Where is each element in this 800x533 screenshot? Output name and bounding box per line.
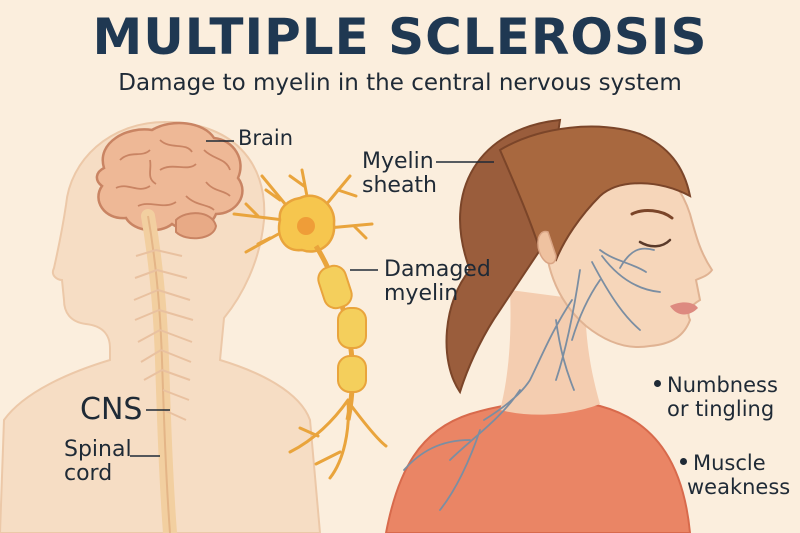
myelin-sheath-label-line2: sheath	[362, 173, 437, 199]
left-leader-lines	[130, 140, 234, 457]
closed-eye	[638, 238, 672, 248]
spinal-cord-icon	[133, 209, 194, 533]
shirt	[384, 399, 692, 533]
numbness-label-line2: or tingling	[667, 396, 775, 421]
spinal-cord-label-line2: cord	[64, 461, 113, 487]
muscle-weakness-label-line2: weakness	[687, 474, 791, 499]
nucleus	[297, 217, 315, 235]
cerebellum	[175, 212, 218, 240]
myelin-segment	[317, 264, 353, 310]
damaged-myelin-label-line2: myelin	[384, 281, 459, 307]
woman-illustration	[384, 118, 714, 533]
spinal-cord-edge	[147, 215, 171, 533]
brain-shape	[95, 121, 244, 232]
lips	[670, 302, 698, 315]
brain-folds	[115, 139, 231, 211]
dendrites	[232, 168, 374, 254]
spinal-cord-label: Spinal cord	[64, 437, 132, 487]
myelin-segment	[337, 355, 367, 393]
page-title: MULTIPLE SCLEROSIS	[92, 8, 708, 66]
page-subtitle: Damage to myelin in the central nervous …	[118, 70, 682, 96]
eyebrow	[630, 209, 674, 220]
brain-label-text: Brain	[238, 126, 294, 150]
nerve-network	[403, 247, 661, 511]
myelin-segment	[337, 307, 367, 349]
myelin-sheath-label-line1: Myelin	[362, 149, 434, 174]
cns-label-text: CNS	[80, 392, 143, 427]
bullet-icon	[680, 457, 687, 465]
damaged-myelin-label-line1: Damaged	[384, 257, 491, 282]
numbness-label-text1: Numbness	[667, 373, 778, 397]
neuron-icon	[232, 168, 388, 480]
spinal-cord-label-line1: Spinal	[64, 437, 132, 462]
hair-front	[498, 125, 692, 262]
ear	[537, 230, 557, 265]
brain-icon	[95, 121, 244, 240]
cns-label: CNS	[80, 395, 142, 425]
muscle-weakness-label: Muscle weakness	[680, 451, 791, 499]
neck	[500, 290, 600, 415]
bullet-icon	[654, 379, 661, 387]
muscle-weakness-label-line1: Muscle	[680, 451, 790, 476]
axon-terminals	[288, 398, 388, 480]
muscle-weakness-label-text1: Muscle	[693, 451, 766, 475]
myelin-sheath-label: Myelin sheath	[362, 149, 437, 199]
spinal-nerves	[133, 249, 194, 421]
numbness-label-line1: Numbness	[654, 373, 778, 398]
numbness-label: Numbness or tingling	[654, 373, 778, 421]
brain-label: Brain	[238, 128, 293, 149]
damaged-myelin-label: Damaged myelin	[384, 257, 491, 307]
